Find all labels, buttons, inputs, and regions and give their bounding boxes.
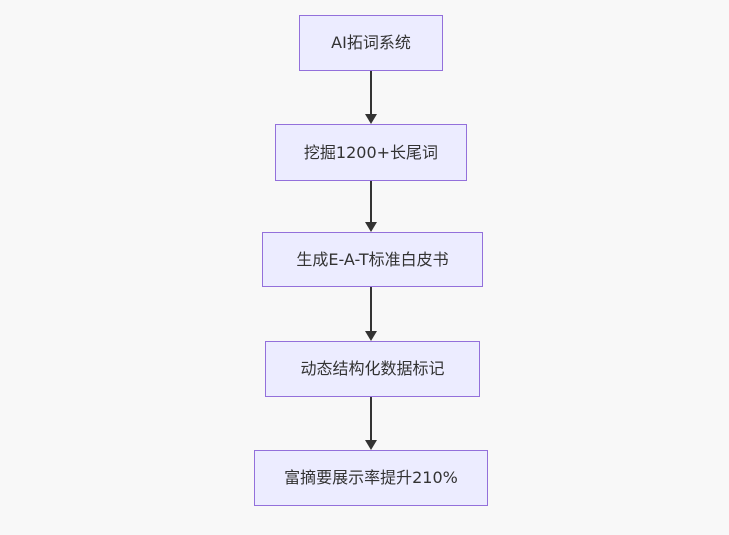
arrow-down-icon: [365, 114, 377, 124]
flow-node-label: 生成E-A-T标准白皮书: [296, 249, 449, 269]
flow-node-rich-snippet-result: 富摘要展示率提升210%: [254, 450, 488, 506]
edge-line: [370, 397, 372, 441]
edge-line: [370, 287, 372, 332]
flow-node-ai-keyword-system: AI拓词系统: [299, 15, 443, 71]
flow-node-eat-whitepaper: 生成E-A-T标准白皮书: [262, 232, 483, 287]
flow-node-longtail-mining: 挖掘1200+长尾词: [275, 124, 467, 181]
arrow-down-icon: [365, 222, 377, 232]
flow-node-structured-data-markup: 动态结构化数据标记: [265, 341, 480, 397]
arrow-down-icon: [365, 440, 377, 450]
arrow-down-icon: [365, 331, 377, 341]
flow-node-label: 富摘要展示率提升210%: [284, 468, 458, 488]
flow-node-label: 动态结构化数据标记: [300, 359, 445, 379]
edge-line: [370, 181, 372, 223]
edge-line: [370, 71, 372, 115]
flow-node-label: AI拓词系统: [331, 33, 411, 53]
flow-node-label: 挖掘1200+长尾词: [303, 142, 439, 162]
